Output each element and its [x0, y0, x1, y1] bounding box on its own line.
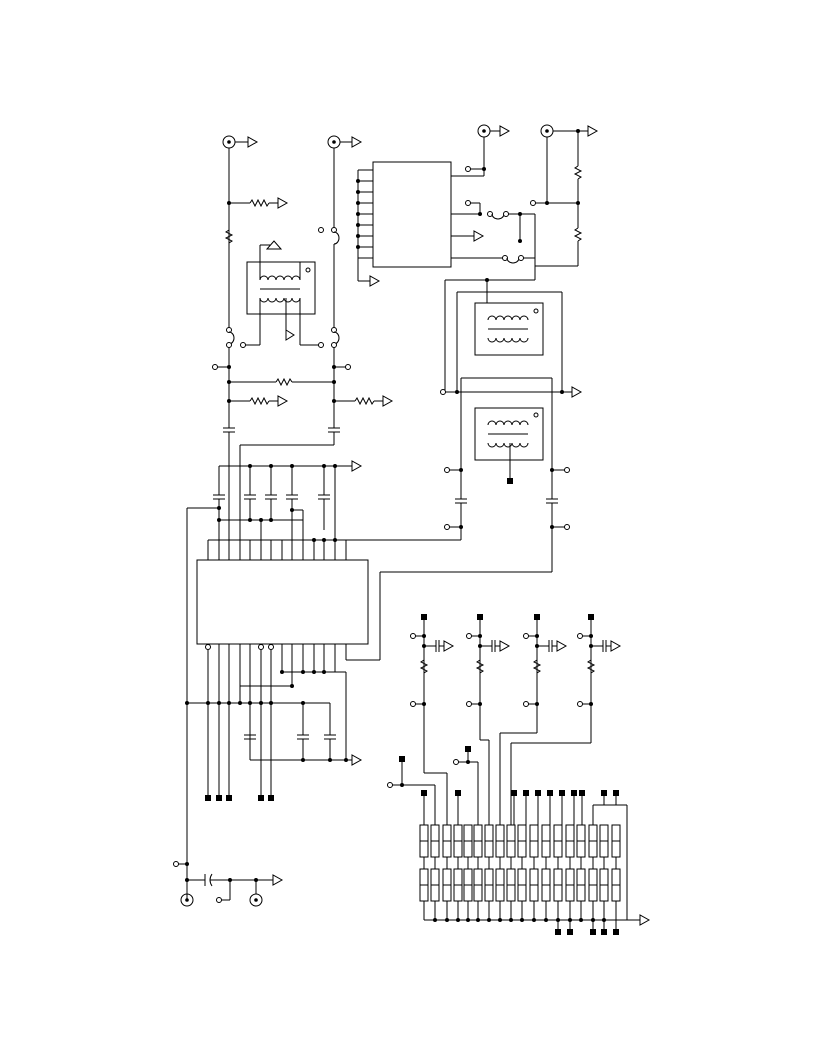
- stage-pad: [588, 614, 594, 620]
- resistor: [475, 659, 485, 674]
- pad: [601, 929, 607, 935]
- right-transformer-section: [440, 280, 583, 572]
- pad: [590, 929, 596, 935]
- main-ic-top-pins: [207, 520, 347, 560]
- ground-arrow: [610, 640, 622, 652]
- stage-pad: [421, 614, 427, 620]
- pad: [559, 790, 565, 796]
- ground-arrow: [499, 640, 511, 652]
- stage-pad: [534, 614, 540, 620]
- transformer-t1: [246, 240, 316, 345]
- transformer-t3: [474, 407, 544, 484]
- coax-connector-left-2: [327, 135, 363, 149]
- switch-s3: [451, 200, 536, 266]
- pad: [465, 746, 471, 752]
- ground-arrow: [639, 914, 651, 926]
- resistor: [419, 659, 429, 674]
- stage-pad: [477, 614, 483, 620]
- pad: [399, 756, 405, 762]
- switch-s2: [300, 227, 340, 348]
- bypass-capacitors: [213, 494, 330, 500]
- left-input-section: [212, 135, 394, 560]
- resistor-r1: [227, 197, 289, 209]
- pad: [547, 790, 553, 796]
- switch-s1: [226, 327, 260, 348]
- ground-arrow: [556, 640, 568, 652]
- pad: [421, 790, 427, 796]
- interface-ic: [372, 161, 452, 268]
- pad: [571, 790, 577, 796]
- coax-connector-right-1: [451, 124, 511, 177]
- resistor: [532, 659, 542, 674]
- pad: [601, 790, 607, 796]
- upper-right-section: [356, 124, 599, 392]
- pad: [579, 790, 585, 796]
- ground-arrow: [443, 640, 455, 652]
- switch-s4: [444, 255, 536, 392]
- main-ic: [196, 559, 369, 645]
- pad: [555, 929, 561, 935]
- pad: [535, 790, 541, 796]
- pad: [613, 929, 619, 935]
- resistor-r5: [332, 395, 394, 407]
- pad: [567, 929, 573, 935]
- interface-ic-left-pins: [356, 169, 381, 287]
- bottom-right-section: [387, 614, 651, 935]
- capacitor-c2: [239, 427, 340, 560]
- coax-connector-right-2: [530, 124, 599, 267]
- main-ic-bottom-pins: [185, 644, 363, 801]
- coax-connector-left-1: [222, 135, 259, 149]
- resistor: [586, 659, 596, 674]
- pad: [613, 790, 619, 796]
- pad: [511, 790, 517, 796]
- pad: [523, 790, 529, 796]
- main-ic-section: [185, 460, 552, 900]
- resistor-r2: [224, 229, 234, 244]
- transformer-t2: [474, 302, 544, 356]
- resistor-r4: [227, 395, 289, 407]
- resistor-r3: [227, 377, 336, 387]
- capacitor-c1: [223, 427, 235, 560]
- bottom-left-output: [173, 861, 284, 907]
- pad: [455, 790, 461, 796]
